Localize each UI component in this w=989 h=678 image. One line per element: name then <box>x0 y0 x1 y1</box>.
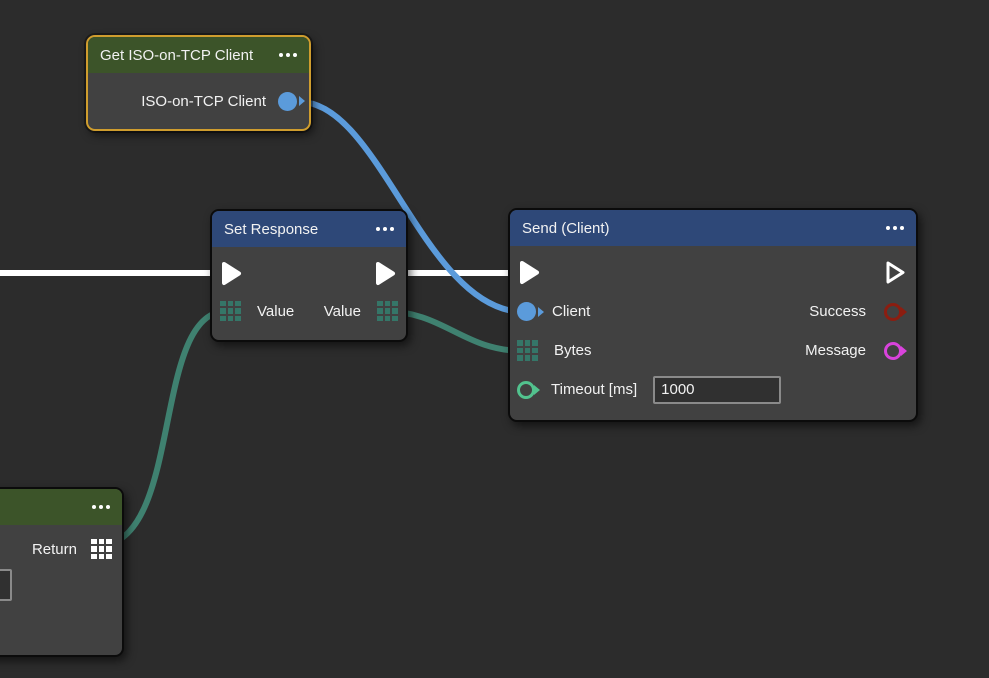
input-label-bytes: Bytes <box>554 342 592 359</box>
node-return[interactable]: Return <box>0 487 124 657</box>
input-label-timeout: Timeout [ms] <box>551 381 638 398</box>
return-value-wire[interactable] <box>94 308 230 549</box>
node-title: Get ISO-on-TCP Client <box>100 46 254 64</box>
output-label-success: Success <box>809 303 866 320</box>
output-label-iso-client: ISO-on-TCP Client <box>141 92 266 110</box>
output-label-return: Return <box>31 540 77 558</box>
node-title: Send (Client) <box>522 219 610 237</box>
timeout-value-input[interactable] <box>653 375 782 404</box>
message-output-port-icon[interactable] <box>884 341 907 360</box>
return-value-input[interactable] <box>0 569 12 601</box>
node-header[interactable] <box>0 489 122 525</box>
client-input-port-icon[interactable] <box>517 302 544 321</box>
output-label-value: Value <box>323 302 361 320</box>
more-options-icon[interactable] <box>92 505 110 509</box>
success-output-port-icon[interactable] <box>884 302 907 321</box>
bytes-input-port-icon[interactable] <box>517 340 538 361</box>
more-options-icon[interactable] <box>886 226 904 230</box>
exec-in-pin-icon[interactable] <box>220 260 244 287</box>
node-header[interactable]: Get ISO-on-TCP Client <box>88 37 309 73</box>
input-label-value: Value <box>257 302 295 320</box>
node-title: Set Response <box>224 220 319 238</box>
output-label-message: Message <box>805 342 866 359</box>
exec-in-pin-icon[interactable] <box>518 259 542 286</box>
node-header[interactable]: Send (Client) <box>510 210 916 246</box>
node-header[interactable]: Set Response <box>212 211 406 247</box>
more-options-icon[interactable] <box>279 53 297 57</box>
exec-out-pin-icon[interactable] <box>884 259 908 286</box>
node-send-client[interactable]: Send (Client) Client Success By <box>508 208 918 422</box>
value-input-port-icon[interactable] <box>220 300 241 322</box>
iso-client-wire[interactable] <box>297 99 527 315</box>
node-set-response[interactable]: Set Response Value Value <box>210 209 408 342</box>
timeout-input-port-icon[interactable] <box>517 380 540 399</box>
input-label-client: Client <box>552 303 591 320</box>
more-options-icon[interactable] <box>376 227 394 231</box>
iso-client-output-port-icon[interactable] <box>278 91 305 111</box>
node-get-iso-on-tcp-client[interactable]: Get ISO-on-TCP Client ISO-on-TCP Client <box>86 35 311 131</box>
return-output-port-icon[interactable] <box>91 538 112 560</box>
value-output-port-icon[interactable] <box>377 300 398 322</box>
exec-out-pin-icon[interactable] <box>374 260 398 287</box>
